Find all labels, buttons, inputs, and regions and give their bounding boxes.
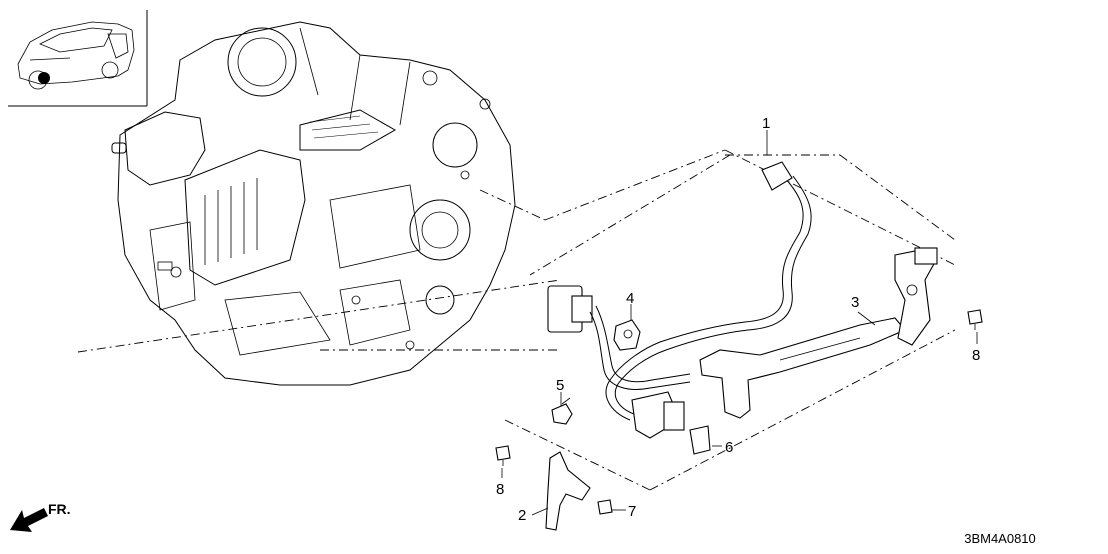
sensor-part-4 — [613, 319, 641, 351]
callout-2: 2 — [518, 507, 526, 524]
clip-part-6 — [689, 425, 711, 455]
callout-leaders — [501, 130, 978, 516]
transmission-assembly — [111, 21, 516, 386]
vehicle-locator-icon — [8, 10, 148, 107]
diagram-code: 3BM4A0810 — [964, 531, 1036, 546]
front-direction-arrow-icon: FR. — [10, 501, 71, 532]
bolt-part-7 — [597, 499, 613, 515]
sensor-bracket-part — [699, 247, 938, 419]
bracket-part-2 — [545, 451, 591, 531]
front-direction-label: FR. — [48, 501, 71, 517]
bolt-part-8b — [967, 309, 983, 330]
clip-part-5 — [551, 397, 573, 425]
callout-8b: 8 — [972, 347, 980, 364]
callout-1: 1 — [762, 115, 770, 132]
callout-4: 4 — [626, 290, 634, 307]
assembly-leader-lines — [77, 149, 956, 491]
callout-7: 7 — [628, 503, 636, 520]
callout-3: 3 — [851, 294, 859, 311]
callout-8a: 8 — [496, 481, 504, 498]
wire-harness-part — [547, 161, 812, 439]
callout-6: 6 — [725, 439, 733, 456]
bolt-part-8a — [495, 445, 511, 466]
callout-5: 5 — [556, 377, 564, 394]
